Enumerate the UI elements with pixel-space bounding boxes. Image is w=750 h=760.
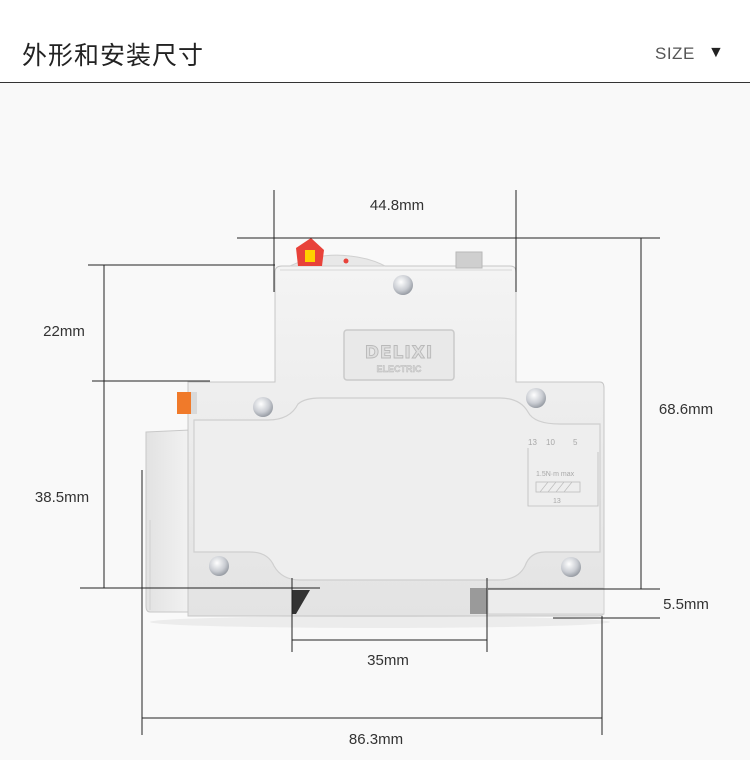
dim-label-total-width: 86.3mm	[349, 731, 403, 748]
dim-label-rail-depth: 5.5mm	[663, 596, 709, 613]
triangle-down-icon: ▼	[708, 44, 724, 61]
terminal-number: 5	[573, 438, 578, 447]
dim-label-upper-height: 22mm	[43, 323, 85, 340]
brand-plate: DELIXI ELECTRIC	[343, 329, 455, 381]
breaker-body: DELIXI ELECTRIC 13 10 5 1.5N·m max 13	[145, 238, 610, 628]
brand-subtitle: ELECTRIC	[377, 364, 423, 374]
terminal-number: 10	[546, 438, 555, 447]
grey-slider	[455, 251, 483, 269]
terminal-info-panel: 13 10 5 1.5N·m max 13	[527, 438, 599, 507]
screw	[209, 556, 229, 576]
screw	[526, 388, 546, 408]
dim-label-rail-width: 35mm	[367, 652, 409, 669]
dimension-lines	[80, 190, 660, 735]
dim-label-total-height: 68.6mm	[659, 401, 713, 418]
terminal-number: 13	[528, 438, 537, 447]
rail-clip-left	[292, 590, 310, 614]
indicator-dot	[343, 258, 349, 264]
screw	[393, 275, 413, 295]
wire-spec: 1.5N·m max	[536, 471, 575, 478]
screw	[561, 557, 581, 577]
brand-logo: DELIXI	[365, 343, 433, 363]
screw	[253, 397, 273, 417]
rail-clip-right	[470, 588, 488, 614]
page-title: 外形和安装尺寸	[22, 41, 205, 70]
header-bar: 外形和安装尺寸 SIZE ▼	[0, 0, 750, 83]
dim-label-lower-height: 38.5mm	[35, 489, 89, 506]
orange-clip	[177, 392, 191, 414]
size-label: SIZE	[655, 44, 695, 63]
dim-label-top-width: 44.8mm	[370, 197, 424, 214]
strip-length: 13	[553, 498, 561, 505]
red-test-button	[296, 238, 324, 266]
